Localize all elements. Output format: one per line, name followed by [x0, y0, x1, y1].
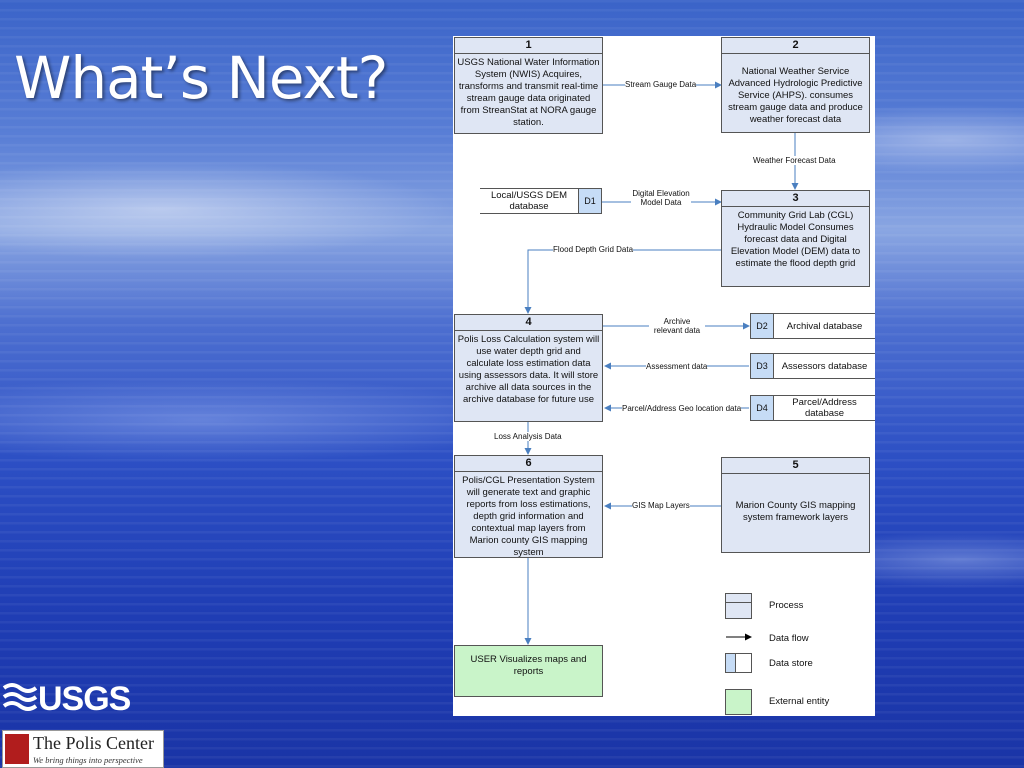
process-description: National Weather Service Advanced Hydrol…	[728, 66, 863, 125]
process-description: Polis/CGL Presentation System will gener…	[462, 475, 595, 558]
data-store-id: D3	[750, 353, 774, 379]
process-1-nwis: 1 USGS National Water Information System…	[454, 37, 603, 134]
process-description: Marion County GIS mapping system framewo…	[735, 500, 856, 523]
polis-center-logo: The Polis Center We bring things into pe…	[2, 730, 164, 768]
process-description: USGS National Water Information System (…	[457, 57, 600, 128]
polis-center-name: The Polis Center	[33, 733, 154, 753]
flow-label-weather-forecast: Weather Forecast Data	[753, 156, 836, 165]
legend-external-entity-symbol	[725, 689, 752, 715]
data-flow-diagram: 1 USGS National Water Information System…	[453, 36, 875, 716]
data-store-d4: D4 Parcel/Address database	[750, 395, 875, 421]
external-entity-user: USER Visualizes maps and reports	[454, 645, 603, 697]
flow-label-flood-depth: Flood Depth Grid Data	[553, 245, 634, 254]
data-store-id: D4	[750, 395, 774, 421]
process-5-marion-gis: 5 Marion County GIS mapping system frame…	[721, 457, 870, 553]
data-store-id: D1	[578, 188, 602, 214]
flow-label-archive: Archive relevant data	[649, 317, 705, 335]
legend-process-label: Process	[769, 600, 804, 611]
usgs-wave-logo-icon	[2, 683, 38, 711]
data-store-id: D2	[750, 313, 774, 339]
legend-data-store-label: Data store	[769, 658, 813, 669]
flow-label-loss-analysis: Loss Analysis Data	[494, 432, 562, 441]
process-description: Community Grid Lab (CGL) Hydraulic Model…	[730, 210, 861, 269]
process-number: 1	[455, 38, 602, 54]
legend-data-flow-label: Data flow	[769, 633, 809, 644]
process-number: 6	[455, 456, 602, 472]
process-3-cgl: 3 Community Grid Lab (CGL) Hydraulic Mod…	[721, 190, 870, 287]
polis-center-tagline: We bring things into perspective	[33, 755, 143, 765]
process-4-polis-loss: 4 Polis Loss Calculation system will use…	[454, 314, 603, 422]
flow-label-dem: Digital Elevation Model Data	[631, 189, 691, 207]
legend-external-entity-label: External entity	[769, 696, 830, 707]
process-2-ahps: 2 National Weather Service Advanced Hydr…	[721, 37, 870, 133]
data-store-label: Parcel/Address database	[774, 395, 875, 421]
data-store-label: Archival database	[774, 313, 875, 339]
polis-building-icon	[5, 734, 29, 764]
process-number: 3	[722, 191, 869, 207]
data-store-label: Local/USGS DEM database	[480, 188, 578, 214]
process-number: 2	[722, 38, 869, 54]
process-6-presentation: 6 Polis/CGL Presentation System will gen…	[454, 455, 603, 558]
flow-label-stream-gauge: Stream Gauge Data	[625, 80, 697, 89]
legend-data-store-symbol	[725, 653, 752, 673]
slide-title: What’s Next?	[14, 44, 388, 112]
flow-flood-depth-line	[524, 249, 721, 314]
data-store-d2: D2 Archival database	[750, 313, 875, 339]
legend-process-symbol	[725, 593, 752, 619]
process-number: 5	[722, 458, 869, 474]
process-number: 4	[455, 315, 602, 331]
flow-label-assessment: Assessment data	[646, 362, 708, 371]
process-description: Polis Loss Calculation system will use w…	[457, 334, 600, 405]
data-store-label: Assessors database	[774, 353, 875, 379]
usgs-logo-text: USGS	[38, 680, 131, 718]
flow-label-gis-layers: GIS Map Layers	[632, 501, 690, 510]
flow-label-parcel-geo: Parcel/Address Geo location data	[622, 404, 742, 413]
data-store-d3: D3 Assessors database	[750, 353, 875, 379]
data-store-d1: Local/USGS DEM database D1	[480, 188, 602, 214]
